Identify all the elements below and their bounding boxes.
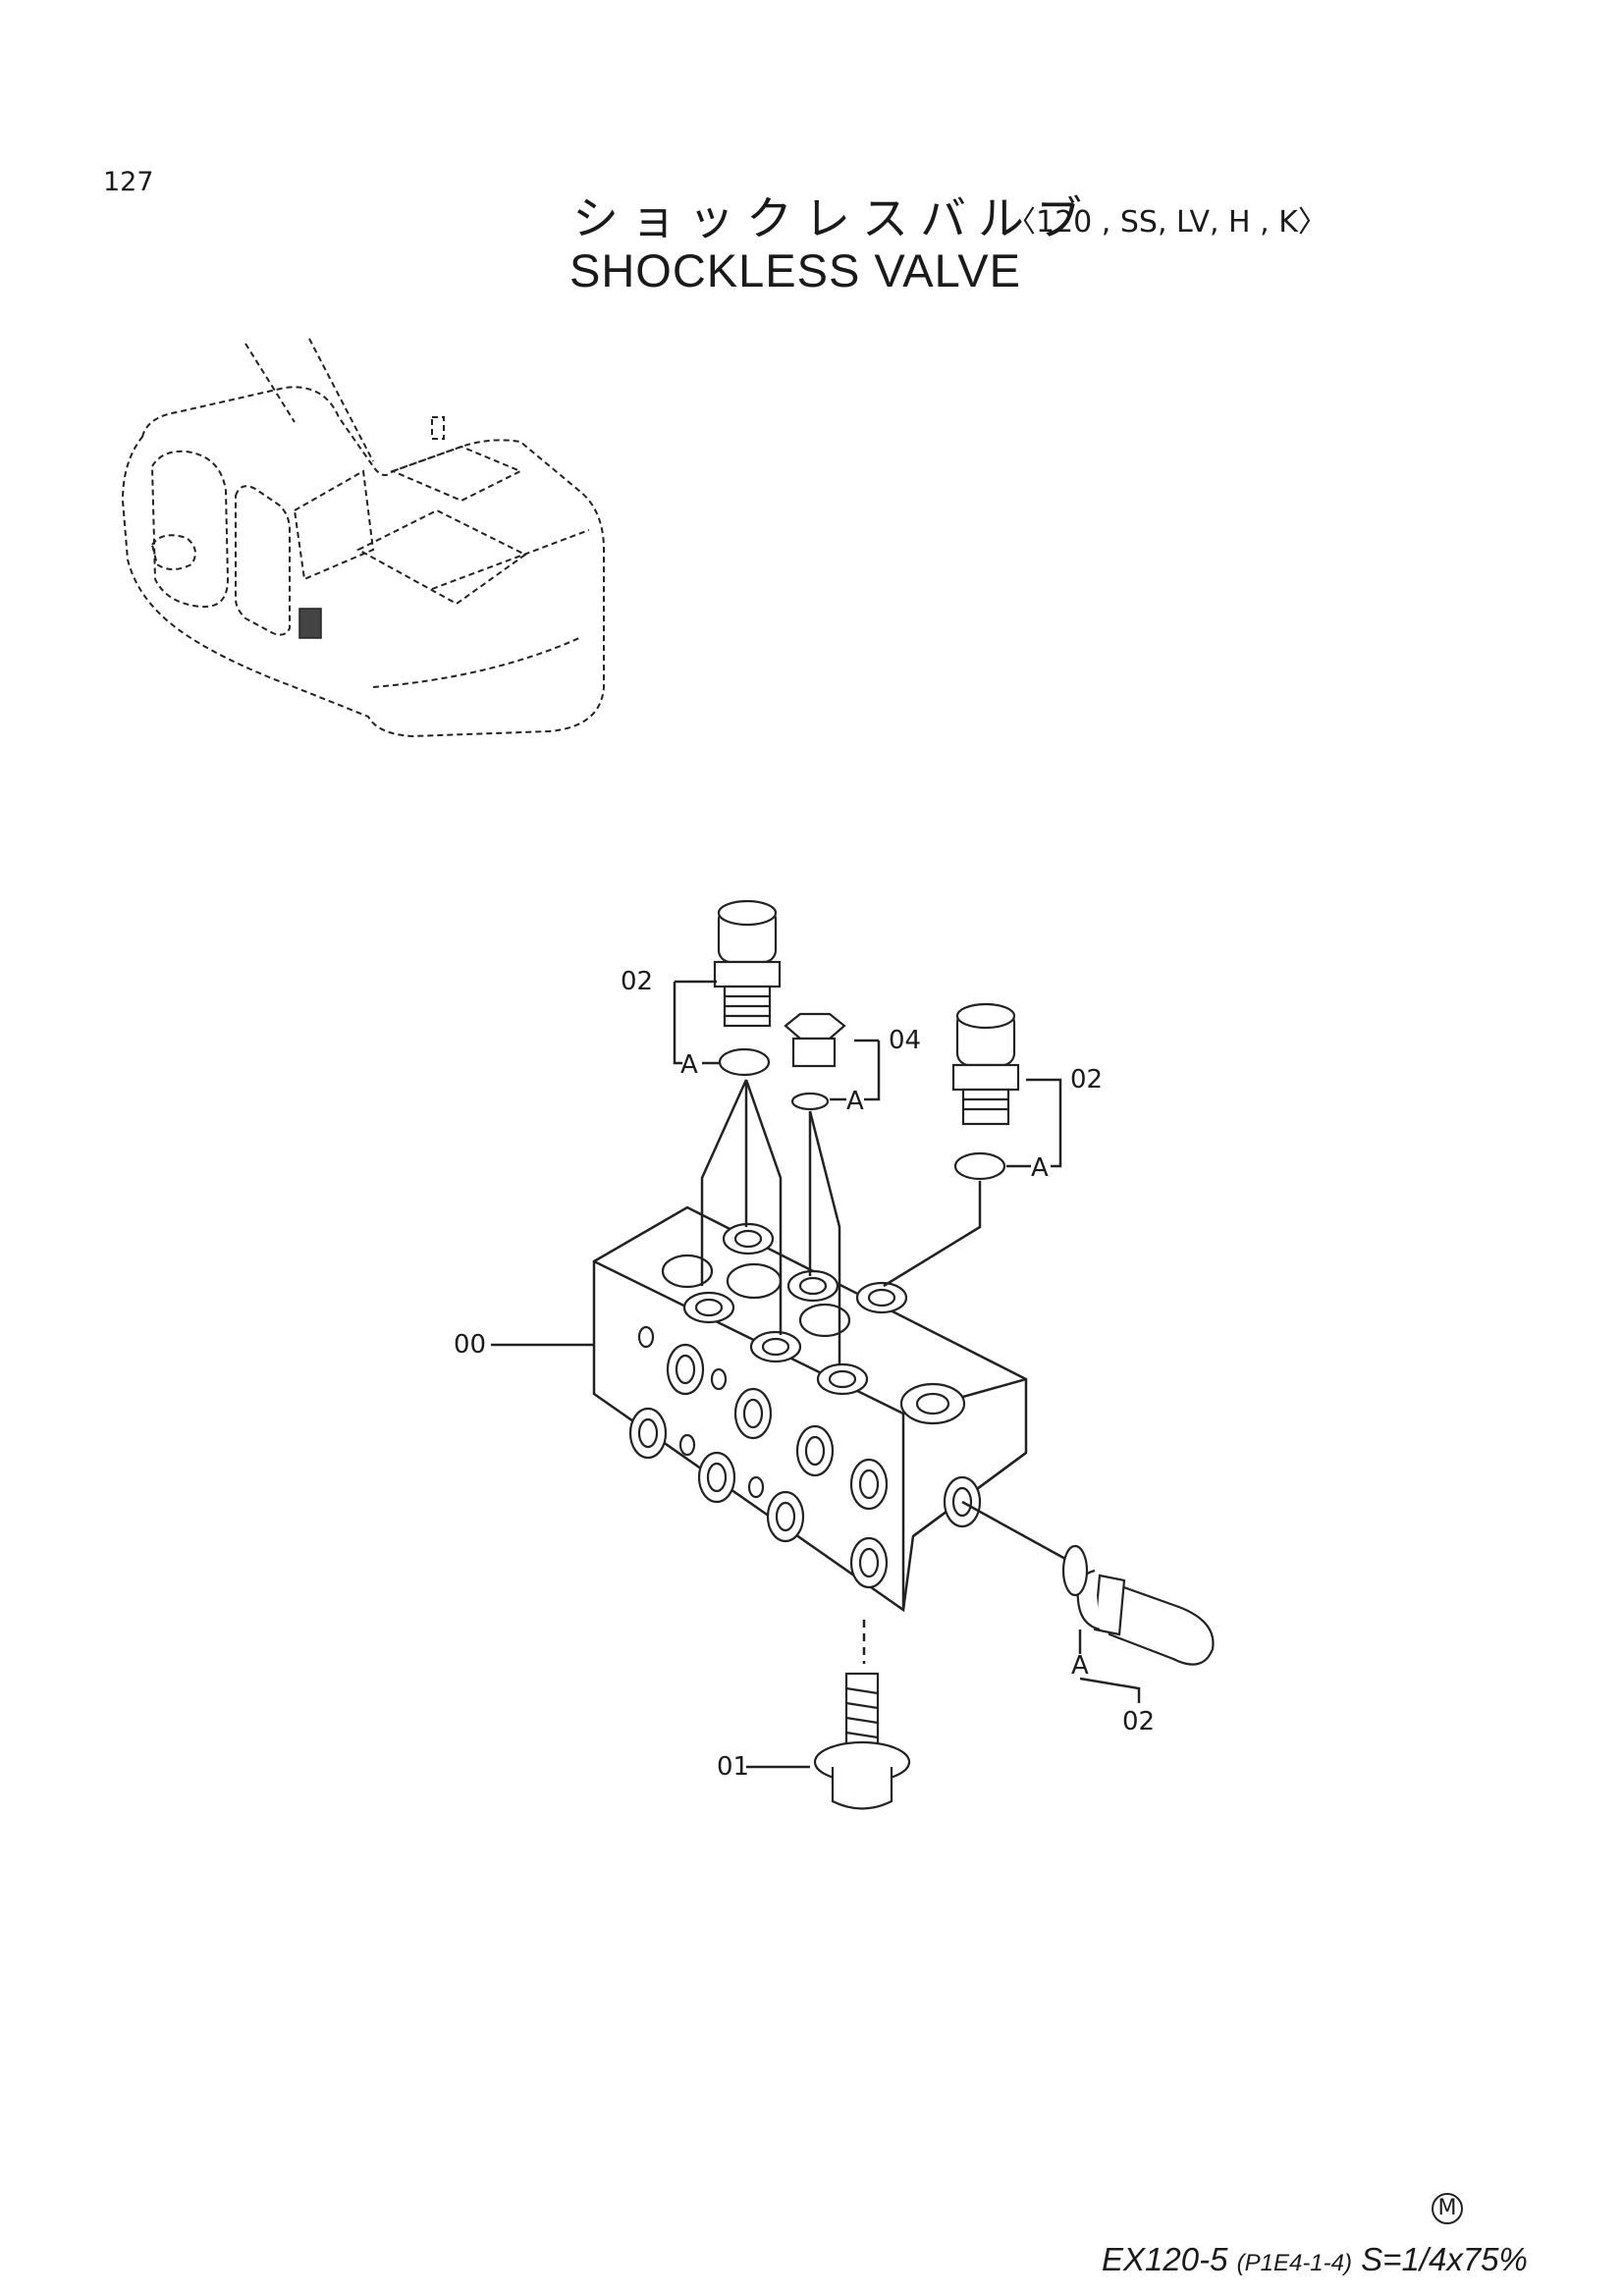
footer-ref: (P1E4-1-4) bbox=[1236, 2250, 1352, 2276]
footer-scale: S=1/4x75% bbox=[1361, 2241, 1528, 2277]
callout-02-top-right: 02 bbox=[1070, 1065, 1103, 1095]
callout-02-top-left: 02 bbox=[621, 967, 653, 996]
footer-model: EX120-5 bbox=[1102, 2241, 1228, 2277]
valve-block bbox=[592, 1205, 1028, 1613]
shockless-valve-top-left bbox=[713, 899, 782, 1077]
title-japanese: ショックレスバルブ bbox=[572, 192, 1094, 246]
shockless-valve-side bbox=[1061, 1544, 1215, 1666]
valve-location-marker bbox=[298, 608, 322, 639]
shockless-valve-top-right bbox=[951, 1002, 1020, 1181]
callout-04: 04 bbox=[889, 1026, 921, 1055]
callout-02-side: 02 bbox=[1122, 1707, 1155, 1736]
footer-reference: EX120-5 (P1E4-1-4) S=1/4x75% bbox=[1102, 2243, 1528, 2275]
title-model-variants: 〈120 , SS, LV, H , K〉 bbox=[1006, 205, 1327, 240]
callout-00: 00 bbox=[454, 1330, 486, 1360]
callout-a-side: A bbox=[1071, 1651, 1089, 1681]
bolt bbox=[813, 1672, 911, 1810]
plug bbox=[784, 1012, 846, 1111]
leader-lines bbox=[491, 980, 1141, 1769]
manual-mark-icon: M bbox=[1432, 2193, 1463, 2224]
callout-a-plug: A bbox=[846, 1087, 864, 1116]
callout-a-top-left: A bbox=[680, 1050, 698, 1080]
callout-01: 01 bbox=[717, 1752, 749, 1782]
page-number: 127 bbox=[103, 167, 154, 197]
excavator-location-sketch bbox=[121, 338, 605, 738]
callout-a-top-right: A bbox=[1031, 1153, 1049, 1183]
title-english: SHOCKLESS VALVE bbox=[569, 244, 1021, 296]
